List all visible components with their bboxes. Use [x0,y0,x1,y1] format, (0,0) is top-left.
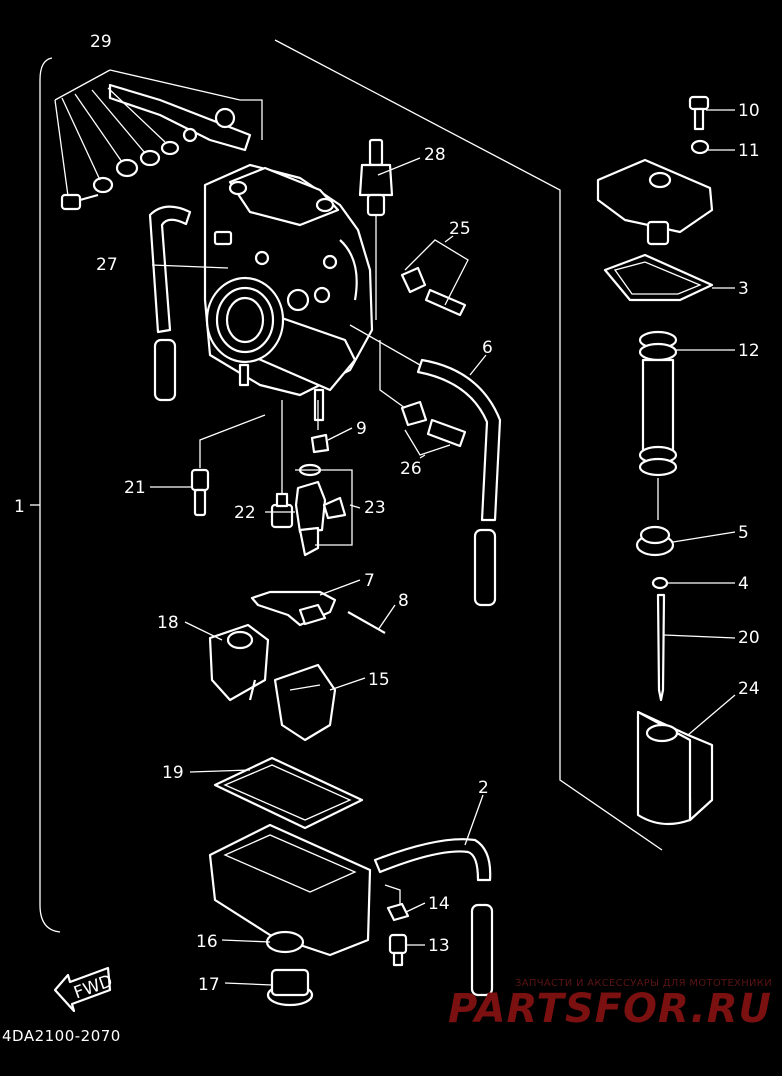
overflow-hose-right [416,358,502,607]
top-gasket [603,253,714,302]
callout-23: 23 [364,498,386,518]
callout-21: 21 [124,478,146,498]
jet-holder [298,433,330,477]
callout-12: 12 [738,341,760,361]
float [273,663,337,742]
callout-26: 26 [400,459,422,479]
drain-plug [266,968,314,1007]
float-bowl [208,823,372,957]
callout-25: 25 [449,219,471,239]
top-screw [688,95,710,131]
fwd-label: FWD [71,971,115,1003]
float-pin [347,611,386,634]
leader-lines [150,109,736,986]
assembly-outline [274,39,663,851]
callout-24: 24 [738,679,760,699]
callout-18: 18 [157,613,179,633]
main-jet [270,492,294,529]
callout-27: 27 [96,255,118,275]
pilot-air-screw [400,266,467,317]
callout-3: 3 [738,279,749,299]
drawing-code: 4DA2100-2070 [2,1027,121,1045]
callouts: 1 2 3 4 5 6 7 8 9 10 11 12 13 14 15 16 1… [14,32,760,995]
float-bowl-gasket [213,756,364,830]
callout-16: 16 [196,932,218,952]
callout-14: 14 [428,894,450,914]
jet-needle [656,593,666,702]
watermark-tagline: ЗАПЧАСТИ И АКСЕССУАРЫ ДЛЯ МОТОТЕХНИКИ [515,978,772,989]
needle-valve-assembly [294,480,347,557]
callout-17: 17 [198,975,220,995]
callout-20: 20 [738,628,760,648]
callout-4: 4 [738,574,749,594]
top-washer [690,139,710,155]
throttle-valve-spring [638,330,678,477]
callout-7: 7 [364,571,375,591]
callout-11: 11 [738,141,760,161]
callout-9: 9 [356,419,367,439]
callout-2: 2 [478,778,489,798]
screw-washer-kit [54,69,263,211]
fwd-arrow: FWD [53,966,115,1013]
callout-29: 29 [90,32,112,52]
callout-22: 22 [234,503,256,523]
idle-screw [400,400,467,448]
callout-1: 1 [14,497,25,517]
callout-15: 15 [368,670,390,690]
float-arm [250,590,337,627]
drain-hose [373,838,494,997]
needle-holder [635,525,675,557]
throttle-stop-screw [358,138,394,217]
needle-clip [651,576,669,590]
callout-13: 13 [428,936,450,956]
callout-6: 6 [482,338,493,358]
throttle-valve [636,710,714,826]
vent-hose-left [148,205,192,402]
pilot-jet [190,468,210,517]
callout-28: 28 [424,145,446,165]
callout-10: 10 [738,101,760,121]
callout-19: 19 [162,763,184,783]
assembly-bracket [39,57,61,933]
callout-5: 5 [738,523,749,543]
callout-8: 8 [398,591,409,611]
washer [386,902,410,922]
watermark-logo: PARTSFOR.RU [447,986,772,1032]
watermark: ЗАПЧАСТИ И АКСЕССУАРЫ ДЛЯ МОТОТЕХНИКИ PA… [448,978,772,1029]
mixing-chamber-top [596,158,714,246]
bowl-screw [388,933,408,967]
carburetor-body [203,163,374,422]
throttle-bracket [208,623,270,702]
